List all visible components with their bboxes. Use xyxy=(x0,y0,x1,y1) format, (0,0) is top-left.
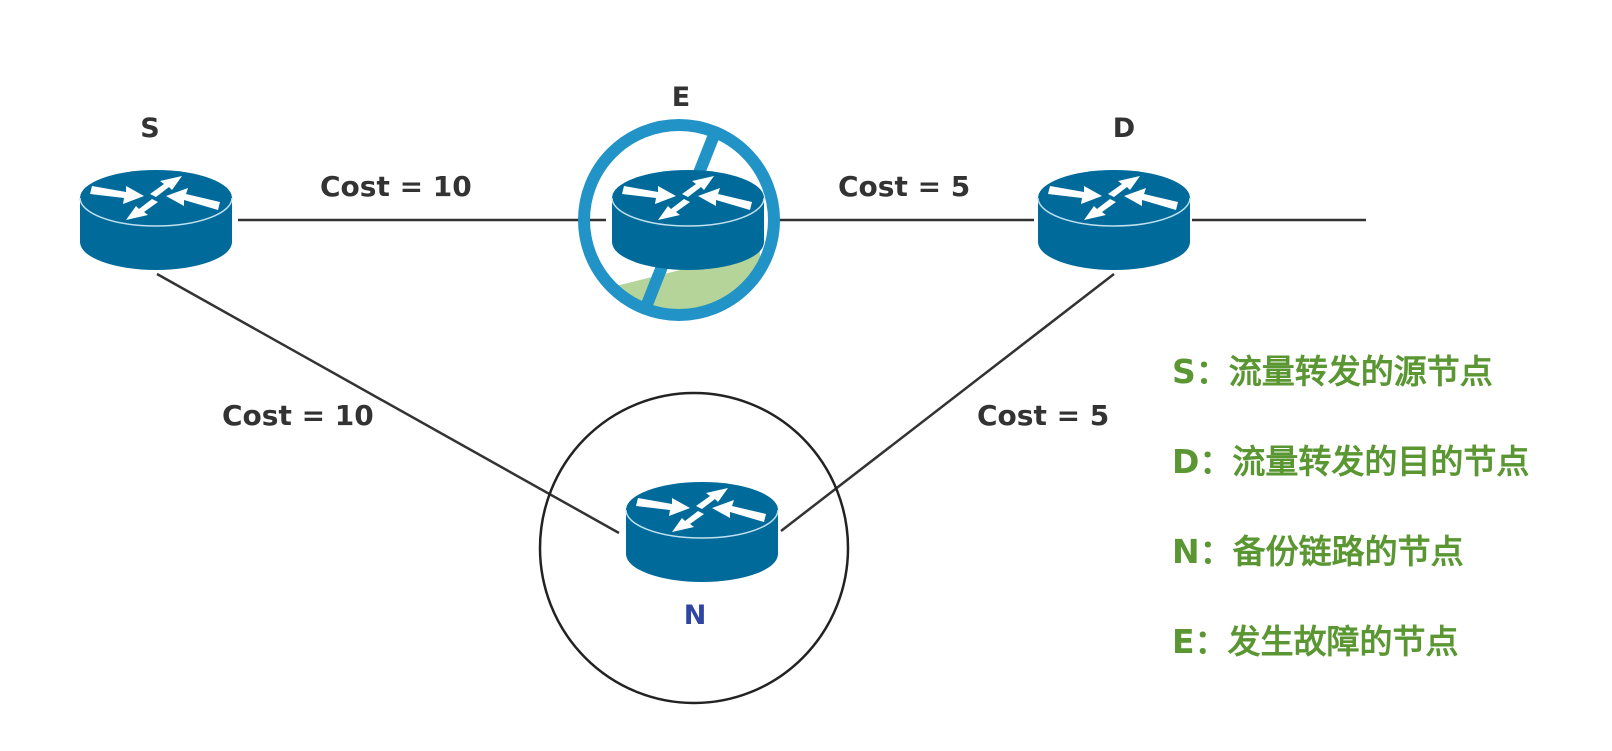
link-s-n xyxy=(156,272,620,535)
cost-label-s-e: Cost = 10 xyxy=(320,170,472,203)
node-label-n: N xyxy=(684,600,707,631)
cost-label-n-d: Cost = 5 xyxy=(977,399,1109,432)
router-e[interactable] xyxy=(611,169,765,271)
cost-label-e-d: Cost = 5 xyxy=(838,170,970,203)
router-n[interactable] xyxy=(625,481,779,583)
router-icon xyxy=(625,481,779,583)
node-label-d: D xyxy=(1113,113,1135,144)
legend-item-s: S：流量转发的源节点 xyxy=(1172,352,1493,391)
legend-item-e: E：发生故障的节点 xyxy=(1172,622,1459,661)
router-s[interactable] xyxy=(79,169,233,271)
cost-label-s-n: Cost = 10 xyxy=(222,399,374,432)
router-icon xyxy=(1037,169,1191,271)
router-icon xyxy=(611,169,765,271)
prohibited-icon xyxy=(578,119,780,321)
node-label-s: S xyxy=(140,113,159,144)
legend-item-n: N：备份链路的节点 xyxy=(1172,532,1464,571)
backup-node-highlight-circle xyxy=(538,391,850,705)
node-label-e: E xyxy=(672,82,690,113)
router-d[interactable] xyxy=(1037,169,1191,271)
router-icon xyxy=(79,169,233,271)
legend-item-d: D：流量转发的目的节点 xyxy=(1172,442,1530,481)
